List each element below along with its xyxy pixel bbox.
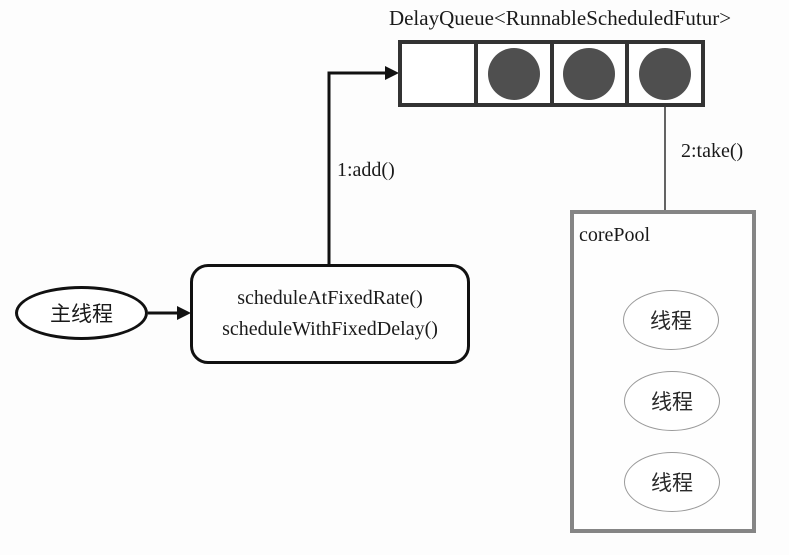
task-circle [487, 47, 540, 100]
pool-thread-label: 线程 [651, 390, 693, 414]
pool-thread-ellipse: 线程 [623, 290, 719, 350]
delay-queue-title: DelayQueue<RunnableScheduledFutur> [388, 6, 732, 30]
take-edge-label: 2:take() [681, 140, 744, 162]
queue-cell [629, 44, 701, 103]
schedule-at-fixed-rate-label: scheduleAtFixedRate() [237, 287, 423, 309]
main-thread-ellipse: 主线程 [15, 286, 148, 340]
add-arrow [327, 66, 399, 264]
delay-queue-box [398, 40, 705, 107]
add-edge-label: 1:add() [337, 159, 395, 181]
pool-thread-ellipse: 线程 [624, 371, 720, 431]
queue-cell [554, 44, 630, 103]
pool-thread-label: 线程 [651, 471, 693, 495]
queue-cell [402, 44, 478, 103]
core-pool-box: corePool 线程 线程 线程 [570, 210, 756, 533]
scheduler-methods-box: scheduleAtFixedRate() scheduleWithFixedD… [190, 264, 470, 364]
schedule-with-fixed-delay-label: scheduleWithFixedDelay() [222, 318, 438, 340]
main-thread-label: 主线程 [50, 302, 113, 326]
main-thread-arrow [148, 306, 191, 320]
pool-thread-ellipse: 线程 [624, 452, 720, 512]
task-circle [639, 47, 692, 100]
task-circle [563, 47, 616, 100]
queue-cell [478, 44, 554, 103]
core-pool-label: corePool [579, 224, 651, 246]
pool-thread-label: 线程 [650, 309, 692, 333]
